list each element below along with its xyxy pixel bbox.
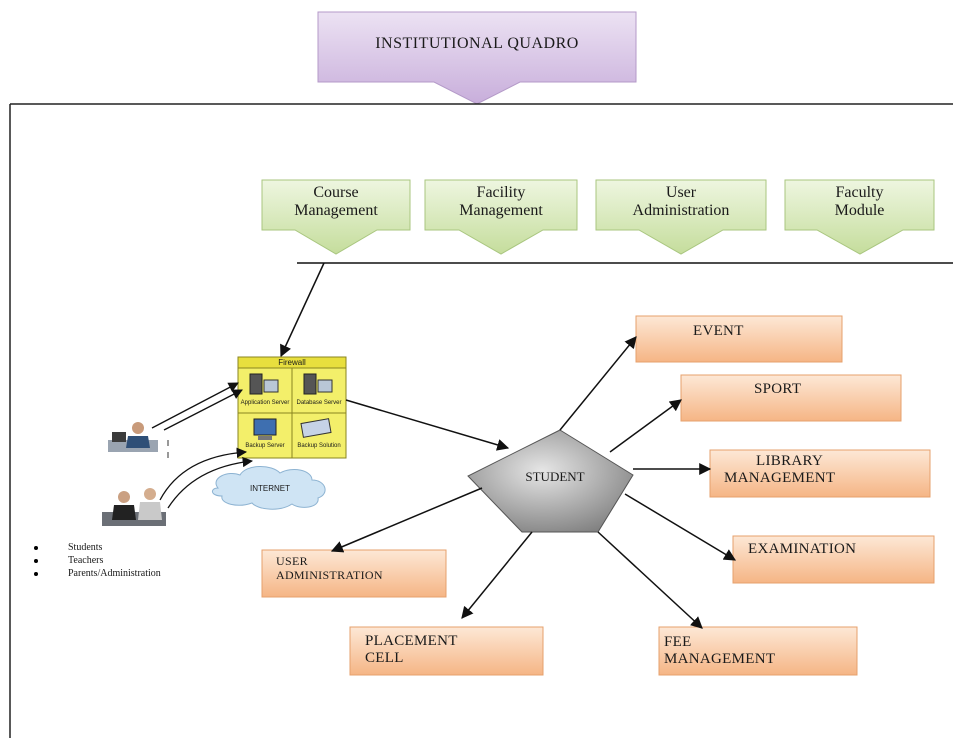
user-admin-box — [261, 549, 447, 598]
module-course-line2: Management — [294, 202, 378, 220]
placement-line2: CELL — [365, 650, 404, 667]
placement-label: PLACEMENT CELL — [365, 633, 458, 668]
module-course-label: Course Management — [262, 184, 410, 221]
arrow-to-examination — [624, 493, 737, 561]
module-arrow-facility — [424, 179, 578, 255]
user2-arrow-b — [167, 456, 254, 509]
firewall-label: Firewall — [278, 358, 306, 367]
arrow-to-sport — [609, 399, 682, 453]
module-arrow-user — [595, 179, 767, 255]
module-faculty-label: Faculty Module — [785, 184, 934, 221]
user-at-desk-icon — [108, 422, 158, 452]
server-block — [237, 356, 347, 459]
fee-label: FEE MANAGEMENT — [664, 634, 775, 669]
library-box — [709, 449, 931, 498]
module-user-line1: User — [665, 184, 697, 201]
title-arrow-shape — [317, 11, 637, 105]
module-faculty-line1: Faculty — [835, 184, 884, 201]
arrow-to-placement — [461, 531, 533, 619]
internet-label: INTERNET — [250, 484, 290, 493]
user2-arrow-a — [159, 447, 248, 501]
users-list-item: Parents/Administration — [34, 567, 161, 580]
student-pentagon — [467, 429, 634, 533]
server-to-student-arrow — [345, 399, 510, 451]
event-label: EVENT — [693, 323, 744, 339]
backup-solution-label: Backup Solution — [297, 443, 341, 449]
users-list-item: Students — [34, 541, 161, 554]
module-arrow-course — [261, 179, 411, 255]
examination-box — [732, 535, 935, 584]
examination-label: EXAMINATION — [748, 541, 857, 557]
business-people-icon — [102, 488, 166, 526]
fee-box — [658, 626, 858, 676]
library-line2: MANAGEMENT — [724, 470, 836, 487]
backup-server-label: Backup Server — [245, 443, 285, 449]
user-admin-line2: ADMINISTRATION — [276, 567, 383, 582]
module-arrow-faculty — [784, 179, 935, 255]
db-server-label: Database Server — [296, 400, 342, 406]
module-facility-line2: Management — [459, 202, 543, 220]
user1-arrow-b — [163, 389, 243, 431]
module-facility-line1: Facility — [476, 184, 526, 201]
user1-arrow-a — [151, 382, 239, 429]
page-title: INSTITUTIONAL QUADRO — [375, 35, 579, 52]
users-list-item: Teachers — [34, 554, 161, 567]
library-line1: LIBRARY — [756, 453, 824, 469]
db-server-icon — [303, 373, 317, 395]
app-server-label: Application Server — [240, 400, 290, 406]
internet-cloud-icon — [212, 466, 326, 510]
placement-box — [349, 626, 544, 676]
backup-solution-icon — [300, 418, 332, 438]
module-user-label: User Administration — [596, 184, 766, 221]
module-course-line1: Course — [313, 184, 359, 201]
arrow-to-fee — [597, 531, 703, 629]
fee-line1: FEE — [664, 634, 692, 650]
user-admin-label: USER ADMINISTRATION — [276, 554, 383, 583]
module-facility-label: Facility Management — [425, 184, 577, 221]
placement-line1: PLACEMENT — [365, 633, 458, 649]
backup-server-icon — [253, 418, 277, 436]
arrow-to-event — [559, 336, 637, 431]
sport-label: SPORT — [754, 381, 802, 397]
event-box — [635, 315, 843, 363]
users-list: Students Teachers Parents/Administration — [34, 541, 161, 580]
module-user-line2: Administration — [632, 202, 730, 220]
module-faculty-line2: Module — [834, 202, 885, 220]
student-label: STUDENT — [525, 469, 585, 484]
arrow-to-user-admin — [330, 487, 483, 553]
app-server-icon — [249, 373, 263, 395]
bus-to-server-arrow — [280, 262, 325, 358]
sport-box — [680, 374, 902, 422]
fee-line2: MANAGEMENT — [664, 651, 776, 668]
library-label: LIBRARY MANAGEMENT — [724, 453, 835, 488]
user-admin-line1: USER — [276, 554, 308, 568]
